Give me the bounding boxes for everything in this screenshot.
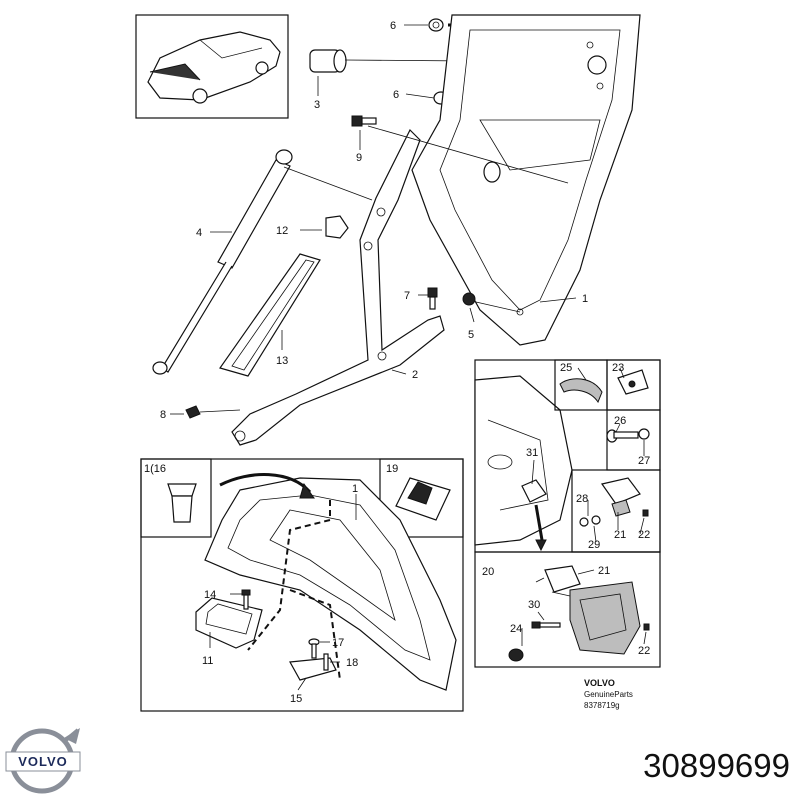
volvo-logo-text: VOLVO <box>18 754 68 769</box>
rear-car-section <box>474 375 573 546</box>
actuator-21-upper <box>579 477 649 527</box>
trunk-lid-top <box>411 14 641 346</box>
grommet-6-top <box>428 18 444 32</box>
label-18: 18 <box>346 657 358 669</box>
bracket-13 <box>219 253 321 377</box>
label-29: 29 <box>588 539 600 551</box>
label-5: 5 <box>468 329 474 341</box>
car-thumbnail-inset <box>135 14 289 119</box>
label-1b: 1 <box>352 483 358 495</box>
label-7: 7 <box>404 290 410 302</box>
label-22a: 22 <box>638 529 650 541</box>
label-6a: 6 <box>390 20 396 32</box>
label-8: 8 <box>160 409 166 421</box>
bolt-9 <box>351 115 377 127</box>
label-13: 13 <box>276 355 288 367</box>
bolt-17 <box>308 638 320 659</box>
nut-5 <box>462 292 476 306</box>
hinge-arm-2 <box>231 128 445 446</box>
label-19: 19 <box>386 463 398 475</box>
label-14: 14 <box>204 589 216 601</box>
label-21a: 21 <box>614 529 626 541</box>
label-28: 28 <box>576 493 588 505</box>
label-2: 2 <box>412 369 418 381</box>
label-31: 31 <box>526 447 538 459</box>
label-3: 3 <box>314 99 320 111</box>
label-26: 26 <box>614 415 626 427</box>
lock-20-box <box>474 551 661 668</box>
footer-code: 8378719g <box>584 701 620 710</box>
label-12: 12 <box>276 225 288 237</box>
label-17: 17 <box>332 637 344 649</box>
label-9: 9 <box>356 152 362 164</box>
label-1a: 1 <box>582 293 588 305</box>
part-number: 30899699 <box>643 747 790 784</box>
bracket-15 <box>289 657 337 681</box>
clip-19 <box>395 477 451 521</box>
footer-genuine-parts: GenuineParts <box>584 690 633 699</box>
bumper-12 <box>325 215 349 239</box>
screw-14 <box>241 589 251 610</box>
label-6b: 6 <box>393 89 399 101</box>
label-21b: 21 <box>598 565 610 577</box>
clip-19-inset <box>379 458 464 538</box>
detail-box-lid <box>140 458 464 712</box>
label-23: 23 <box>612 362 624 374</box>
label-30: 30 <box>528 599 540 611</box>
bolt-7 <box>427 287 438 310</box>
label-11: 11 <box>202 655 213 667</box>
bolt-18 <box>323 653 329 671</box>
nut-8 <box>185 405 201 419</box>
cover-25 <box>559 378 603 404</box>
trunk-lid-underside <box>204 477 457 691</box>
lock-assembly-20 <box>508 565 650 662</box>
label-20: 20 <box>482 566 494 578</box>
clip-16 <box>167 483 197 523</box>
handle-23 <box>617 369 649 395</box>
plug-3 <box>309 49 347 73</box>
bolt-26-washer-27 <box>606 428 650 443</box>
label-25: 25 <box>560 362 572 374</box>
label-27: 27 <box>638 455 650 467</box>
clip-16-inset <box>140 458 212 538</box>
label-16: 1(16 <box>144 463 166 475</box>
label-4: 4 <box>196 227 202 239</box>
lamp-11 <box>195 597 263 649</box>
label-22b: 22 <box>638 645 650 657</box>
gas-strut-4 <box>152 149 293 375</box>
label-24: 24 <box>510 623 522 635</box>
footer-brand: VOLVO <box>584 678 615 688</box>
arrow-curve <box>219 473 312 494</box>
label-15: 15 <box>290 693 302 705</box>
volvo-logo-icon: VOLVO <box>5 728 81 794</box>
